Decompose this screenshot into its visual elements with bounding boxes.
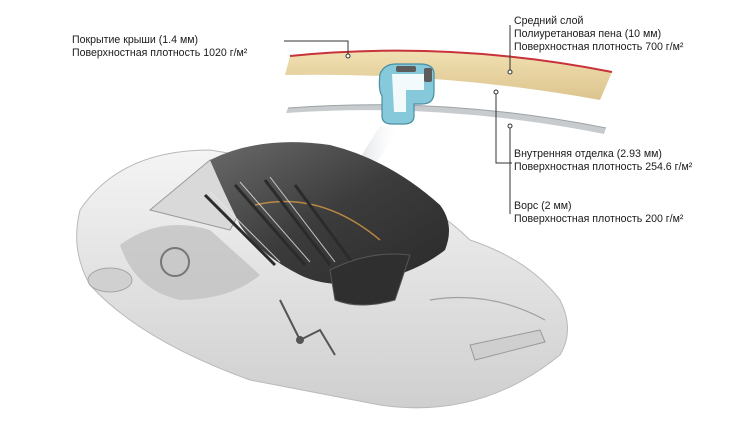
car-illustration: [76, 142, 568, 409]
pile-density: Поверхностная плотность 200 г/м²: [514, 213, 684, 225]
roof-cover-layer: [289, 49, 613, 73]
middle-layer-density: Поверхностная плотность 700 г/м²: [514, 41, 684, 53]
soft-top: [210, 142, 449, 284]
pile-name: Ворс (2 мм): [514, 200, 572, 212]
roof-cover-density: Поверхностная плотность 1020 г/м²: [72, 47, 248, 59]
seal-profile: [378, 63, 435, 125]
callout-pile: Ворс (2 мм) Поверхностная плотность 200 …: [514, 200, 683, 226]
inner-trim-name: Внутренняя отделка (2.93 мм): [514, 148, 662, 160]
foam-layer: [285, 50, 612, 100]
callout-middle-layer: Средний слой Полиуретановая пена (10 мм)…: [514, 15, 683, 54]
inner-liner-layer: [286, 104, 606, 134]
leader-roof-cover: [284, 40, 349, 56]
leader-inner-trim: [495, 92, 512, 164]
roof-cover-name: Покрытие крыши (1.4 мм): [72, 34, 199, 46]
middle-layer-name: Полиуретановая пена (10 мм): [514, 28, 662, 40]
middle-layer-title: Средний слой: [514, 15, 584, 27]
leader-lines: [284, 25, 513, 214]
inner-trim-density: Поверхностная плотность 254.6 г/м²: [514, 161, 693, 173]
callout-roof-cover: Покрытие крыши (1.4 мм) Поверхностная пл…: [72, 34, 247, 60]
callout-inner-trim: Внутренняя отделка (2.93 мм) Поверхностн…: [514, 148, 692, 174]
